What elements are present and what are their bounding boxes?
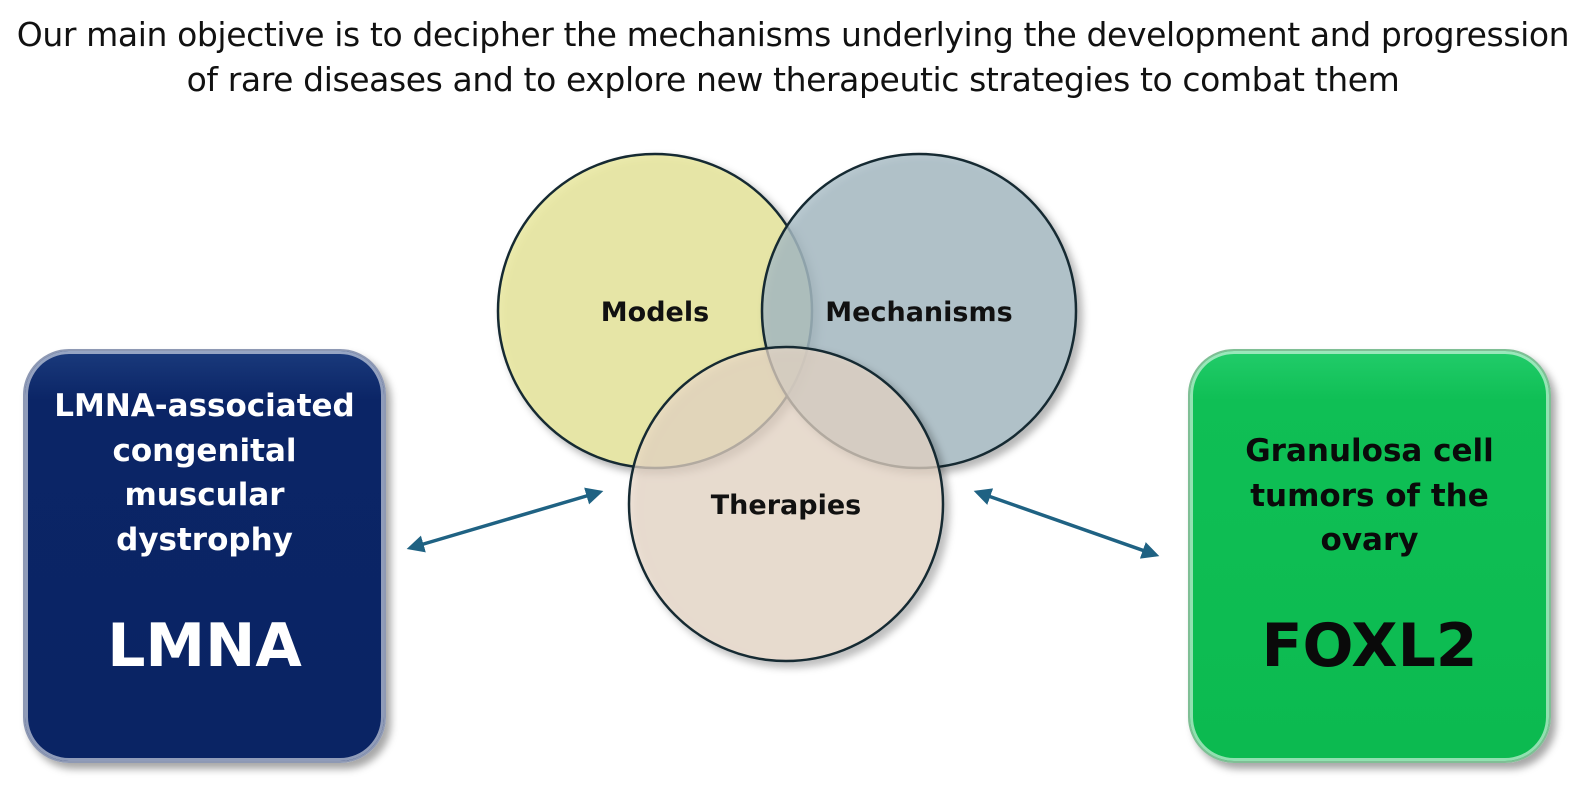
foxl2-description-line: Granulosa cell <box>1245 433 1494 469</box>
foxl2-description-line: ovary <box>1320 522 1419 558</box>
lmna-card: LMNA-associated congenital muscular dyst… <box>23 349 386 763</box>
lmna-description-line: muscular <box>124 477 285 513</box>
venn-label-mechanisms: Mechanisms <box>825 297 1012 328</box>
headline-line-1: Our main objective is to decipher the me… <box>16 15 1570 54</box>
lmna-card-description: LMNA-associated congenital muscular dyst… <box>25 384 384 562</box>
venn-label-models: Models <box>601 297 709 328</box>
foxl2-card-description: Granulosa cell tumors of the ovary <box>1190 429 1549 563</box>
foxl2-description-line: tumors of the <box>1250 477 1489 514</box>
lmna-description-line: dystrophy <box>116 521 293 558</box>
right-double-arrow <box>973 488 1160 559</box>
left-double-arrow <box>406 487 604 553</box>
venn-circle-therapies <box>627 345 945 663</box>
headline: Our main objective is to decipher the me… <box>10 12 1576 102</box>
lmna-description-line: LMNA-associated <box>54 388 355 424</box>
headline-line-2: of rare diseases and to explore new ther… <box>186 60 1400 99</box>
venn-label-therapies: Therapies <box>711 490 861 521</box>
lmna-description-line: congenital <box>112 432 297 469</box>
lmna-gene-label: LMNA <box>107 611 302 681</box>
foxl2-card: Granulosa cell tumors of the ovary FOXL2 <box>1188 349 1551 763</box>
foxl2-gene-label: FOXL2 <box>1261 611 1478 681</box>
